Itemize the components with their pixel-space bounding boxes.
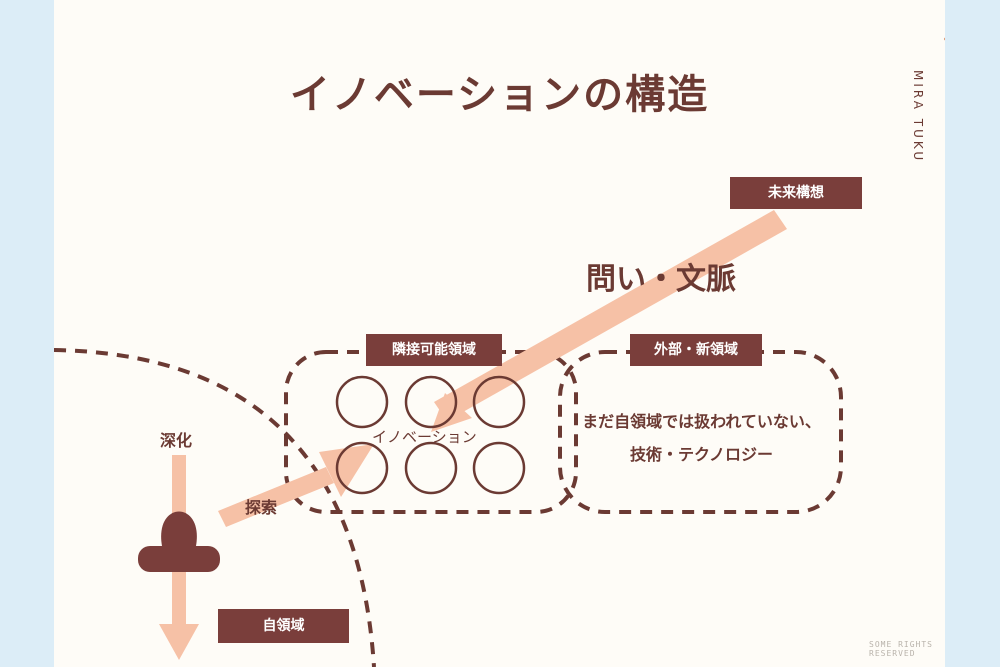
outside-region-boundary bbox=[558, 350, 843, 514]
person-icon bbox=[138, 511, 220, 572]
own-domain-tag: 自領域 bbox=[218, 609, 349, 643]
deepen-label: 深化 bbox=[160, 431, 193, 450]
innovation-circle bbox=[404, 375, 458, 429]
adjacent-possible-tag: 隣接可能領域 bbox=[366, 334, 502, 366]
question-arrow-shaft bbox=[434, 210, 787, 421]
explore-label: 探索 bbox=[245, 498, 278, 517]
innovation-circle bbox=[335, 441, 389, 495]
question-arrow-head bbox=[431, 393, 472, 432]
innovation-circle bbox=[404, 441, 458, 495]
deepen-arrow-shaft-upper bbox=[172, 455, 186, 525]
page-title: イノベーションの構造 bbox=[289, 72, 710, 118]
footer-rights: SOME RIGHTS RESERVED bbox=[869, 640, 933, 658]
deepen-arrow-head bbox=[159, 624, 199, 660]
brand-name: MIRA TUKU bbox=[911, 70, 925, 164]
deepen-arrow-shaft-lower bbox=[172, 568, 186, 628]
innovation-circle bbox=[472, 441, 526, 495]
own-domain-boundary bbox=[54, 348, 376, 667]
innovation-circles bbox=[335, 375, 526, 495]
diagram-canvas bbox=[54, 210, 843, 667]
petal-cluster-icon bbox=[944, 37, 945, 41]
future-vision-tag: 未来構想 bbox=[730, 177, 862, 209]
outside-description-line2: 技術・テクノロジー bbox=[629, 445, 774, 464]
outside-new-domain-tag: 外部・新領域 bbox=[630, 334, 762, 366]
innovation-circle bbox=[335, 375, 389, 429]
innovation-circle bbox=[472, 375, 526, 429]
innovation-label: イノベーション bbox=[372, 428, 477, 446]
outside-description-line1: まだ自領域では扱われていない、 bbox=[582, 412, 821, 431]
question-context-label: 問い・文脈 bbox=[586, 262, 736, 297]
slide: イノベーションの構造 MIRA TUKU 未来構想 隣接可能領域 外部・新領域 … bbox=[54, 0, 945, 667]
explore-arrow-shaft bbox=[218, 467, 334, 527]
explore-arrow-head bbox=[319, 444, 374, 497]
